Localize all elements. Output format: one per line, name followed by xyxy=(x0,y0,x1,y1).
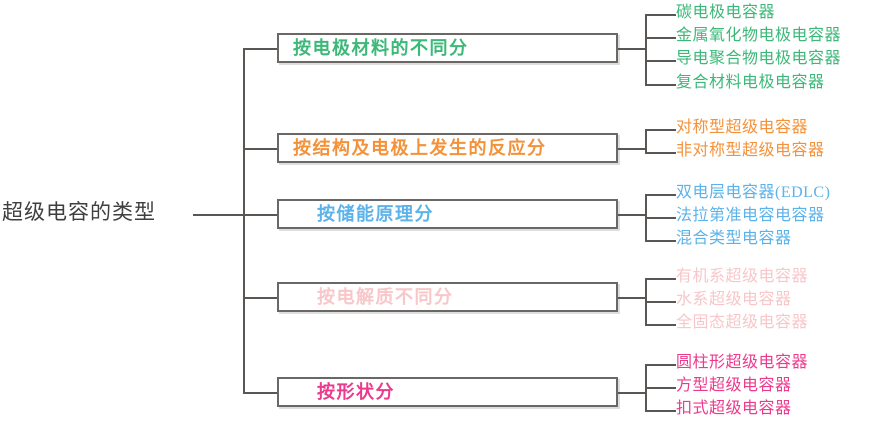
branch-right-stem-3 xyxy=(618,214,647,216)
leaf-stem-4-3 xyxy=(645,324,676,326)
leaf-label-1-1: 碳电极电容器 xyxy=(676,4,776,21)
category-label-1: 按电极材料的不同分 xyxy=(293,38,469,58)
leaf-label-1-2: 金属氧化物电极电容器 xyxy=(676,27,842,44)
leaf-stem-1-3 xyxy=(645,60,676,62)
branch-right-stem-2 xyxy=(618,148,647,150)
leaf-stem-3-1 xyxy=(645,194,676,196)
category-box-3[interactable]: 按储能原理分 xyxy=(277,199,618,229)
main-trunk-line xyxy=(243,48,245,392)
leaf-trunk-1 xyxy=(645,14,647,84)
branch-stem-3 xyxy=(243,214,279,216)
category-label-2: 按结构及电极上发生的反应分 xyxy=(293,138,547,158)
leaf-label-2-2: 非对称型超级电容器 xyxy=(676,142,825,159)
leaf-label-3-2: 法拉第准电容电容器 xyxy=(676,207,825,224)
leaf-label-5-1: 圆柱形超级电容器 xyxy=(676,354,809,371)
category-label-5: 按形状分 xyxy=(317,382,395,402)
branch-right-stem-4 xyxy=(618,297,647,299)
branch-right-stem-5 xyxy=(618,392,647,394)
leaf-label-4-2: 水系超级电容器 xyxy=(676,291,792,308)
leaf-stem-2-2 xyxy=(645,152,676,154)
leaf-stem-4-1 xyxy=(645,278,676,280)
leaf-label-1-4: 复合材料电极电容器 xyxy=(676,74,825,91)
leaf-stem-1-2 xyxy=(645,37,676,39)
leaf-stem-1-4 xyxy=(645,84,676,86)
root-node-label: 超级电容的类型 xyxy=(2,200,156,224)
leaf-trunk-2 xyxy=(645,129,647,152)
leaf-label-5-2: 方型超级电容器 xyxy=(676,377,792,394)
category-label-3: 按储能原理分 xyxy=(317,204,434,224)
category-box-4[interactable]: 按电解质不同分 xyxy=(277,282,618,312)
branch-stem-2 xyxy=(243,148,279,150)
leaf-stem-2-1 xyxy=(645,129,676,131)
leaf-label-1-3: 导电聚合物电极电容器 xyxy=(676,50,842,67)
branch-right-stem-1 xyxy=(618,48,647,50)
leaf-label-3-3: 混合类型电容器 xyxy=(676,230,792,247)
category-box-2[interactable]: 按结构及电极上发生的反应分 xyxy=(277,133,618,163)
leaf-stem-1-1 xyxy=(645,14,676,16)
leaf-stem-5-2 xyxy=(645,387,676,389)
branch-stem-4 xyxy=(243,297,279,299)
branch-stem-5 xyxy=(243,392,279,394)
category-box-1[interactable]: 按电极材料的不同分 xyxy=(277,33,618,63)
leaf-label-4-3: 全固态超级电容器 xyxy=(676,314,809,331)
leaf-label-3-1: 双电层电容器(EDLC) xyxy=(676,184,831,201)
category-label-4: 按电解质不同分 xyxy=(317,287,454,307)
leaf-label-4-1: 有机系超级电容器 xyxy=(676,268,809,285)
branch-stem-1 xyxy=(243,48,279,50)
leaf-stem-4-2 xyxy=(645,301,676,303)
root-stem-line xyxy=(193,214,245,216)
leaf-stem-5-1 xyxy=(645,364,676,366)
category-box-5[interactable]: 按形状分 xyxy=(277,377,618,407)
leaf-label-2-1: 对称型超级电容器 xyxy=(676,119,809,136)
leaf-stem-3-2 xyxy=(645,217,676,219)
leaf-label-5-3: 扣式超级电容器 xyxy=(676,400,792,417)
leaf-stem-3-3 xyxy=(645,240,676,242)
leaf-stem-5-3 xyxy=(645,410,676,412)
